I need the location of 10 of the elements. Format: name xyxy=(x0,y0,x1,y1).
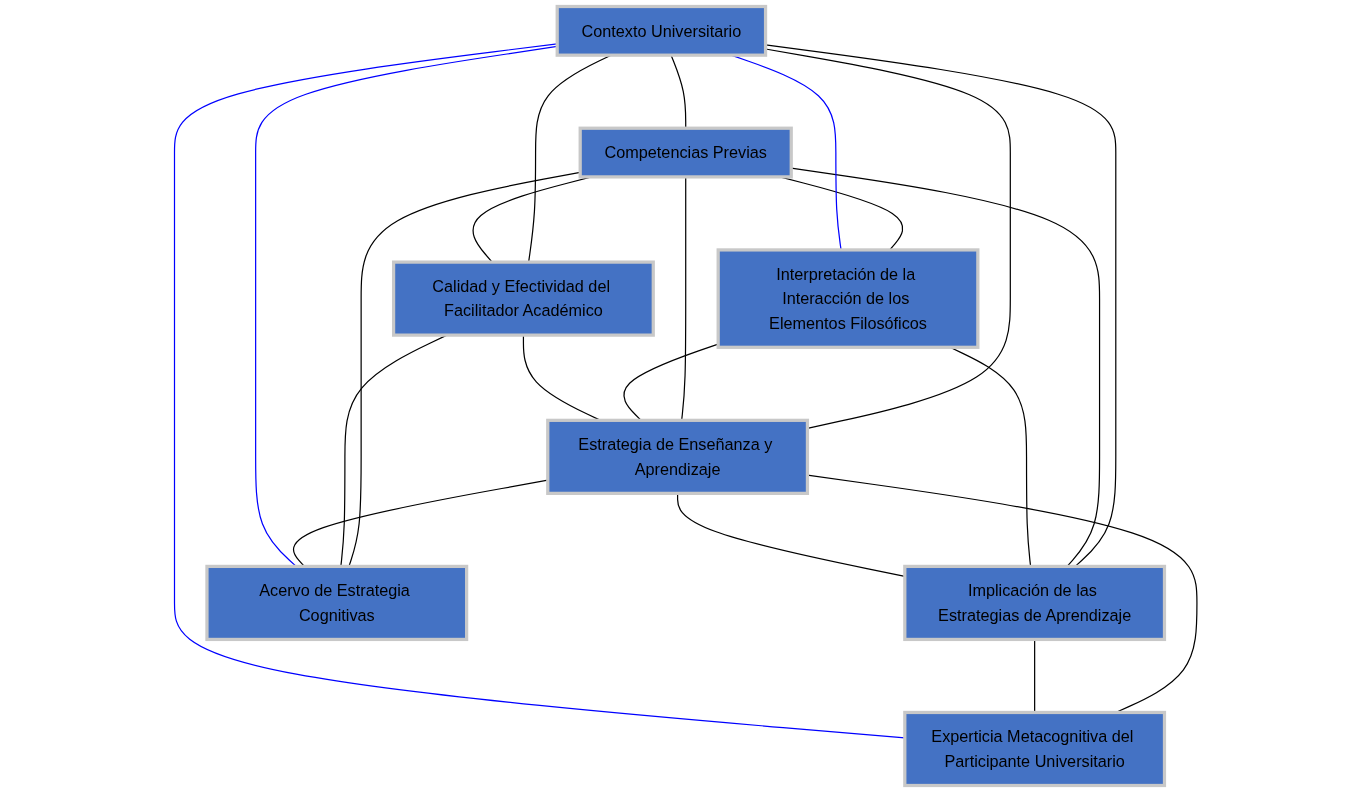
node-box: Implicación de las Estrategias de Aprendizaje xyxy=(902,564,1166,642)
node-box: Acervo de Estrategia Cognitivas xyxy=(205,564,469,642)
connector xyxy=(173,43,906,739)
node-box: Calidad y Efectividad del Facilitador Académico xyxy=(391,260,655,337)
connector xyxy=(680,176,687,421)
node-box: Contexto Universitario xyxy=(555,4,767,57)
node-box: Interpretación de la Interacción de los Elementos Filosóficos xyxy=(716,248,980,349)
node-box: Experticia Metacognitiva del Participante Universitario xyxy=(902,710,1166,788)
node-box: Estrategia de Enseñanza y Aprendizaje xyxy=(545,418,809,495)
node-box: Competencias Previas xyxy=(578,126,793,179)
